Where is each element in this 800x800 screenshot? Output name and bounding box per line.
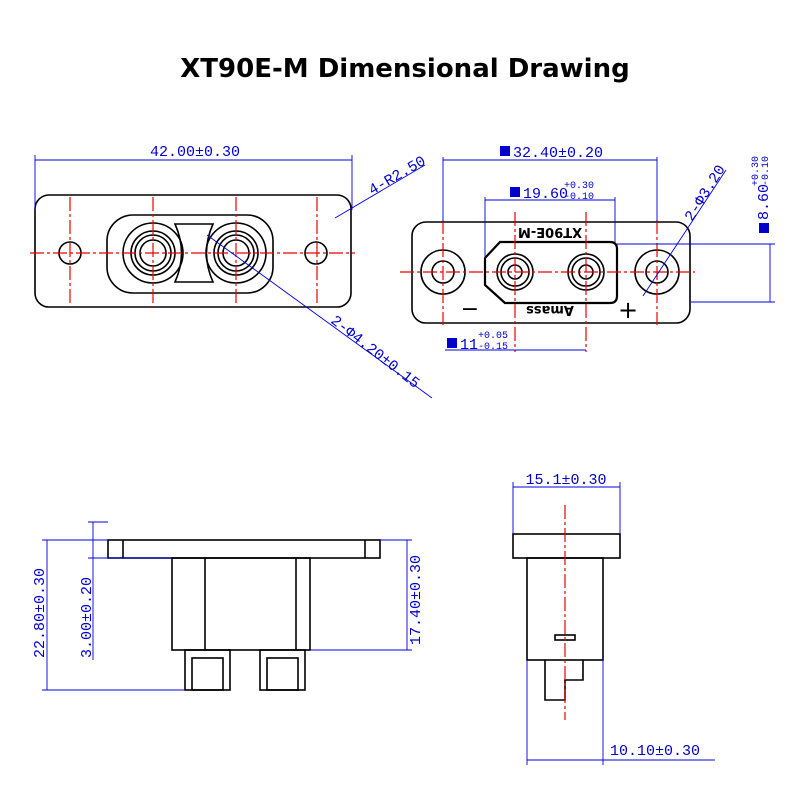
- centerlines: [30, 197, 355, 307]
- flange-outline: [34, 194, 352, 308]
- body-width-dimension: 10.10±0.30: [610, 743, 700, 760]
- flange-width-dimension: 15.1±0.30: [525, 472, 606, 489]
- flange-thickness-dimension: 3.00±0.20: [79, 577, 96, 658]
- housing-width-dimension: 19.60: [523, 186, 568, 203]
- rear-view: XT90E-M Amass − + 32.40±0.20 19.60 +0.30…: [400, 145, 775, 354]
- hole-spacing-dimension: 32.40±0.20: [513, 145, 603, 162]
- front-view: 42.00±0.30 4-R2.50 2-Φ4.20±0.15: [30, 144, 433, 399]
- model-marking: XT90E-M: [518, 224, 582, 239]
- brand-marking: Amass: [526, 302, 574, 317]
- height-dimension: 8.60: [756, 184, 773, 220]
- side-view: 22.80±0.30 3.00±0.20 17.40±0.30: [32, 521, 425, 691]
- plus-marking: +: [618, 296, 638, 324]
- corner-radius-dimension: 4-R2.50: [366, 153, 429, 199]
- height-tol-minus: -0.10: [761, 156, 772, 186]
- height-tol-plus: +0.30: [751, 156, 762, 186]
- body-height-dimension: 17.40±0.30: [408, 555, 425, 645]
- pin-pitch-tol-plus: +0.05: [478, 331, 508, 342]
- mount-hole-right: [304, 241, 328, 265]
- housing-width-tol-minus: -0.10: [564, 192, 594, 203]
- pin-pitch-dimension: 11: [460, 337, 478, 354]
- housing-width-tol-plus: +0.30: [564, 181, 594, 192]
- pin-pitch-tol-minus: -0.15: [478, 342, 508, 353]
- recess-outline: [106, 214, 274, 294]
- total-height-dimension: 22.80±0.30: [32, 568, 49, 658]
- minus-marking: −: [461, 297, 479, 322]
- end-view: 15.1±0.30 10.10±0.30: [512, 472, 715, 765]
- centerlines: [400, 212, 695, 352]
- width-dimension: 42.00±0.30: [150, 144, 240, 161]
- housing-outline: [483, 240, 619, 305]
- mount-hole-dimension: 2-Φ3.20: [682, 162, 730, 224]
- pin-hole-dimension: 2-Φ4.20±0.15: [327, 313, 423, 393]
- drawing-title: XT90E-M Dimensional Drawing: [180, 54, 629, 84]
